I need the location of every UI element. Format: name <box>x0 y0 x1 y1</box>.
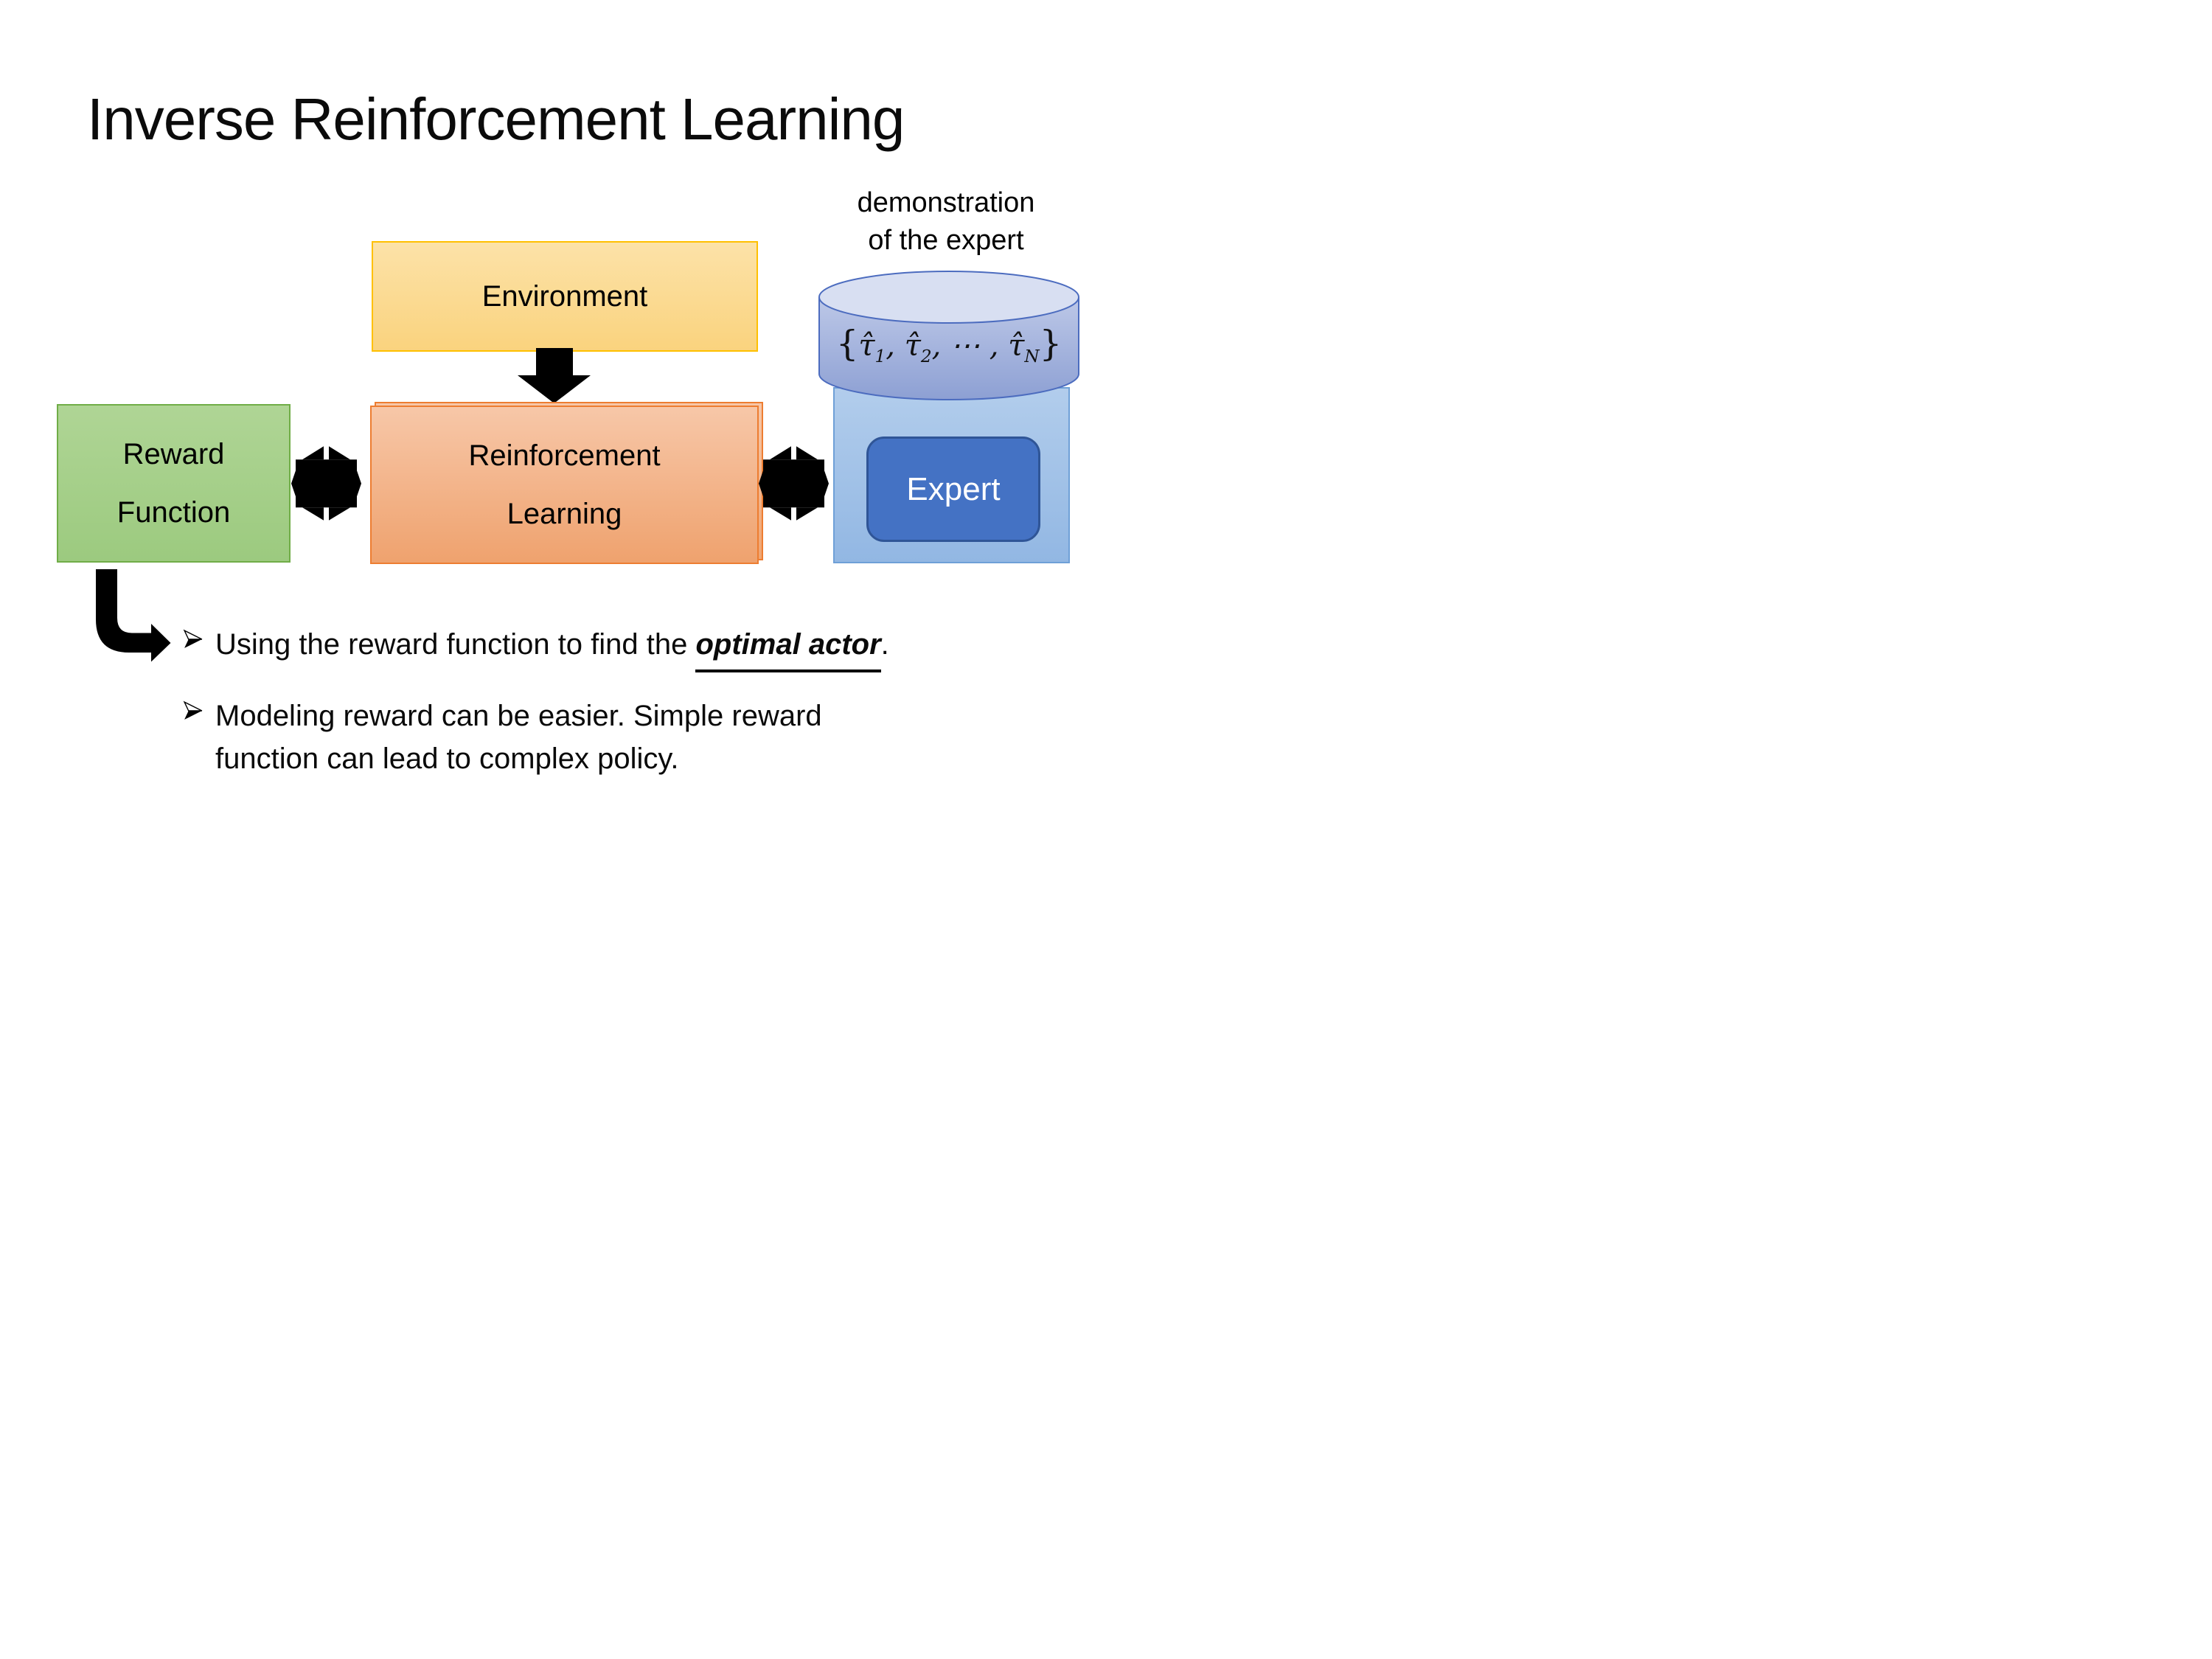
demonstration-label-line1: demonstration <box>857 187 1035 218</box>
trajectory-set-formula: {τ̂1, τ̂2, ⋯ , τ̂N} <box>835 323 1062 366</box>
database-cylinder-icon <box>818 271 1079 400</box>
environment-box: Environment <box>372 241 758 352</box>
bullet-2-text: Modeling reward can be easier. Simple re… <box>215 700 822 775</box>
arrowhead-bullet-icon <box>183 629 203 648</box>
down-arrow-icon <box>518 348 591 403</box>
reward-function-box: Reward Function <box>57 404 291 563</box>
reinforcement-learning-label: Reinforcement Learning <box>468 439 661 530</box>
reward-function-label: Reward Function <box>116 437 231 529</box>
bullet-item-2: Modeling reward can be easier. Simple re… <box>183 695 1060 780</box>
demonstration-label-line2: of the expert <box>868 225 1024 256</box>
page-title: Inverse Reinforcement Learning <box>87 86 905 152</box>
arrowhead-bullet-icon <box>183 700 203 720</box>
expert-label: Expert <box>906 470 1001 507</box>
bullet-1-text: Using the reward function to find the op… <box>215 623 889 672</box>
environment-label: Environment <box>481 279 648 313</box>
demonstration-label: demonstration of the expert <box>758 184 1106 260</box>
bullet-item-1: Using the reward function to find the op… <box>183 623 1060 672</box>
slide: Inverse Reinforcement Learning demonstra… <box>0 0 1106 830</box>
bent-arrow-icon <box>96 569 171 662</box>
optimal-actor-emphasis: optimal actor <box>695 623 881 672</box>
exchange-arrow-right-icon <box>759 446 829 521</box>
exchange-arrow-left-icon <box>291 446 361 521</box>
reinforcement-learning-box: Reinforcement Learning <box>370 406 759 564</box>
expert-box: Expert <box>866 437 1040 542</box>
